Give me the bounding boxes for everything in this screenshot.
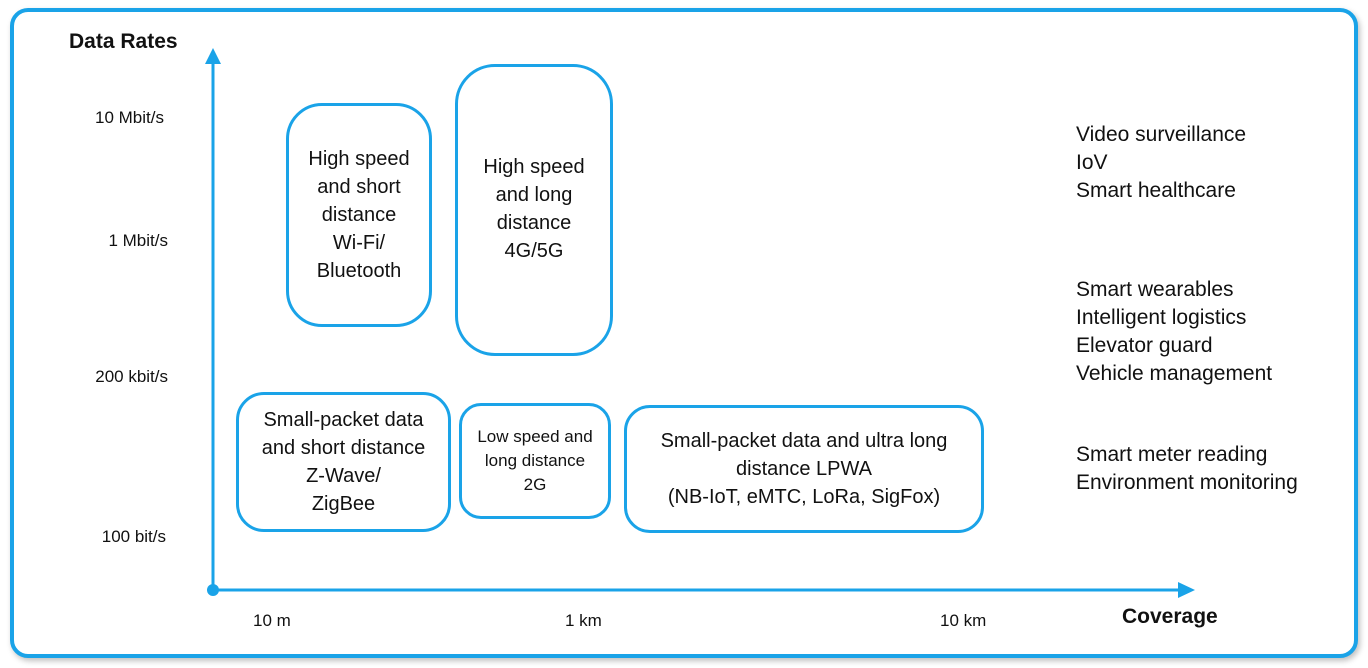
y-axis-title: Data Rates — [69, 30, 178, 53]
box-small-packet-short-distance: Small-packet data and short distance Z-W… — [236, 392, 451, 532]
box-high-speed-short-distance-text: High speed and short distance Wi-Fi/ Blu… — [308, 148, 410, 282]
x-axis-arrow — [1178, 582, 1195, 598]
box-high-speed-long-distance-text: High speed and long distance 4G/5G — [483, 156, 585, 262]
y-tick-1mbit: 1 Mbit/s — [108, 231, 168, 250]
y-tick-10mbit: 10 Mbit/s — [95, 108, 164, 127]
x-tick-1km: 1 km — [565, 611, 602, 630]
box-low-speed-long-distance: Low speed and long distance 2G — [459, 403, 611, 519]
applications-mid-rate: Smart wearables Intelligent logistics El… — [1076, 278, 1273, 385]
box-high-speed-long-distance: High speed and long distance 4G/5G — [455, 64, 613, 356]
applications-high-rate: Video surveillance IoV Smart healthcare — [1076, 123, 1247, 202]
box-small-packet-ultra-long-distance-text: Small-packet data and ultra long distanc… — [660, 430, 948, 508]
x-tick-10km: 10 km — [940, 611, 987, 630]
x-tick-10m: 10 m — [253, 611, 291, 630]
diagram-frame — [10, 8, 1358, 658]
box-high-speed-short-distance: High speed and short distance Wi-Fi/ Blu… — [286, 103, 432, 327]
y-tick-200kbit: 200 kbit/s — [95, 367, 168, 386]
x-axis-title: Coverage — [1122, 605, 1218, 628]
box-small-packet-ultra-long-distance: Small-packet data and ultra long distanc… — [624, 405, 984, 533]
y-tick-100bit: 100 bit/s — [101, 527, 166, 546]
axis-origin — [207, 584, 219, 596]
box-small-packet-short-distance-text: Small-packet data and short distance Z-W… — [261, 409, 426, 515]
applications-low-rate: Smart meter reading Environment monitori… — [1076, 443, 1298, 494]
box-low-speed-long-distance-text: Low speed and long distance 2G — [477, 427, 593, 494]
y-axis-arrow — [205, 48, 221, 64]
